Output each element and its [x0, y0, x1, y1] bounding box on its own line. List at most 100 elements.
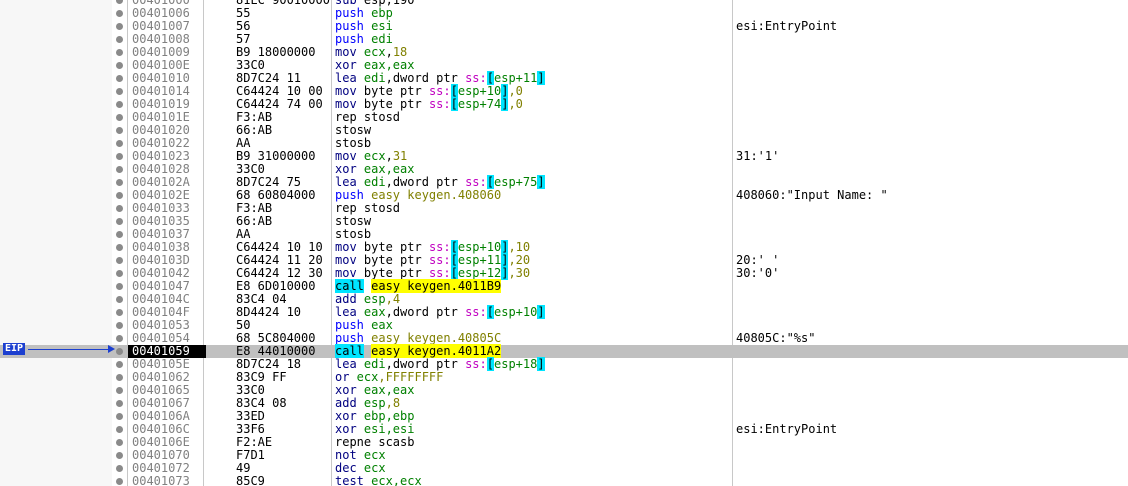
asm-token: ] — [501, 97, 509, 111]
breakpoint-dot-icon[interactable] — [116, 101, 123, 108]
breakpoint-dot-icon[interactable] — [116, 205, 123, 212]
instruction-text: mov byte ptr ss:[esp+12],30 — [335, 266, 531, 280]
instruction-text: stosw — [335, 215, 371, 228]
breakpoint-dot-icon[interactable] — [116, 465, 123, 472]
breakpoint-dot-icon[interactable] — [116, 348, 123, 355]
breakpoint-dot-icon[interactable] — [116, 114, 123, 121]
asm-token: ss: — [428, 97, 451, 111]
asm-token: [ — [450, 84, 458, 98]
breakpoint-dot-icon[interactable] — [116, 270, 123, 277]
asm-token: [ — [450, 266, 458, 280]
asm-token: esp+75 — [494, 175, 538, 189]
instruction-text: mov byte ptr ss:[esp+74],0 — [335, 97, 523, 111]
breakpoint-dot-icon[interactable] — [116, 296, 123, 303]
asm-token: 18 — [392, 45, 408, 59]
address: 0040104F — [132, 305, 190, 319]
breakpoint-dot-icon[interactable] — [116, 335, 123, 342]
breakpoint-dot-icon[interactable] — [116, 88, 123, 95]
breakpoint-dot-icon[interactable] — [116, 0, 123, 4]
breakpoint-dot-icon[interactable] — [116, 179, 123, 186]
breakpoint-dot-icon[interactable] — [116, 361, 123, 368]
breakpoint-gutter[interactable] — [0, 0, 112, 486]
breakpoint-dot-icon[interactable] — [116, 322, 123, 329]
comment: esi:EntryPoint — [736, 422, 838, 436]
breakpoint-dot-icon[interactable] — [116, 62, 123, 69]
breakpoint-dot-icon[interactable] — [116, 439, 123, 446]
breakpoint-dot-icon[interactable] — [116, 231, 123, 238]
breakpoint-dot-icon[interactable] — [116, 413, 123, 420]
breakpoint-dot-icon[interactable] — [116, 140, 123, 147]
instruction-text: mov ecx,18 — [335, 46, 407, 59]
breakpoint-dot-icon[interactable] — [116, 478, 123, 485]
opcode-bytes: 50 — [236, 319, 251, 332]
breakpoint-dot-icon[interactable] — [116, 309, 123, 316]
breakpoint-dot-icon[interactable] — [116, 426, 123, 433]
breakpoint-dot-icon[interactable] — [116, 36, 123, 43]
breakpoint-dot-icon[interactable] — [116, 400, 123, 407]
instruction-text: lea edi,dword ptr ss:[esp+18] — [335, 357, 545, 371]
breakpoint-dot-icon[interactable] — [116, 192, 123, 199]
breakpoint-dot-icon[interactable] — [116, 49, 123, 56]
asm-token: test — [335, 474, 364, 486]
asm-token: ] — [537, 175, 545, 189]
breakpoint-dot-icon[interactable] — [116, 127, 123, 134]
instruction-text: rep stosd — [335, 202, 400, 215]
breakpoint-dot-icon[interactable] — [116, 75, 123, 82]
breakpoint-dot-icon[interactable] — [116, 374, 123, 381]
breakpoint-dot-icon[interactable] — [116, 153, 123, 160]
asm-token: easy keygen.408060 — [363, 188, 502, 202]
breakpoint-dot-icon[interactable] — [116, 244, 123, 251]
breakpoint-dot-icon[interactable] — [116, 10, 123, 17]
breakpoint-dot-icon[interactable] — [116, 218, 123, 225]
asm-token: ,30 — [508, 266, 531, 280]
breakpoint-dot-icon[interactable] — [116, 387, 123, 394]
breakpoint-dot-icon[interactable] — [116, 283, 123, 290]
asm-token: 31 — [392, 149, 408, 163]
breakpoint-dot-icon[interactable] — [116, 166, 123, 173]
asm-token: esp+18 — [494, 357, 538, 371]
breakpoint-dot-icon[interactable] — [116, 257, 123, 264]
opcode-bytes: C64424 12 30 — [236, 267, 323, 280]
breakpoint-dot-icon[interactable] — [116, 23, 123, 30]
breakpoint-dot-icon[interactable] — [116, 452, 123, 459]
